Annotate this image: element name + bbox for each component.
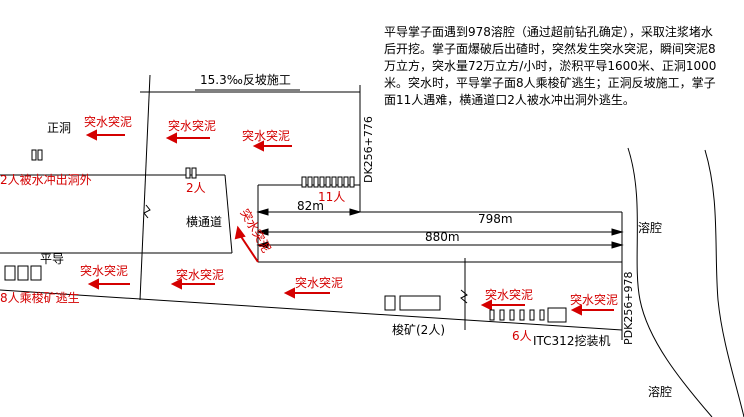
- person-icon: [31, 149, 37, 161]
- person-icon: [539, 309, 545, 321]
- section-line-1: [139, 74, 151, 301]
- flow-arrowhead-5: [170, 278, 182, 290]
- person-icon: [509, 309, 515, 321]
- cross-passage-left-wall: [224, 174, 233, 254]
- person-icon: [529, 309, 535, 321]
- people-group-cross: [185, 167, 197, 179]
- flow-arrowhead-1: [85, 129, 97, 141]
- red-labels: 突水突泥 突水突泥 突水突泥 突水突泥 突水突泥 突水突泥 突水突泥 突水突泥 …: [0, 114, 618, 343]
- people-group-six: [489, 309, 545, 321]
- flow-arrowhead-2: [165, 132, 177, 144]
- station-main-label: DK256+776: [362, 116, 375, 183]
- dim-82-arrow: [349, 208, 362, 216]
- washed-out-label: 2人被水冲出洞外: [0, 172, 92, 187]
- equipment: [384, 295, 567, 323]
- parallel-tunnel-bottom-wall: [0, 289, 623, 331]
- excavator-icon: [547, 307, 567, 323]
- person-icon: [325, 176, 331, 188]
- flow-label-1: 突水突泥: [84, 114, 132, 129]
- person-icon: [519, 309, 525, 321]
- cross-two-label: 2人: [186, 181, 206, 195]
- flow-arrowhead-7: [480, 299, 492, 311]
- karst-lower-label: 溶腔: [648, 384, 672, 399]
- shuttle-car-icon: [399, 295, 441, 311]
- six-label: 6人: [512, 329, 532, 343]
- station-parallel-label: PDK256+978: [622, 271, 635, 345]
- flow-label-cross: 突水突泥: [237, 206, 274, 255]
- people-group-washed-out: [31, 149, 43, 161]
- karst-cavity: [627, 147, 744, 417]
- flow-label-3: 突水突泥: [242, 128, 290, 143]
- person-icon: [191, 167, 197, 179]
- dim-880-arrow: [611, 241, 624, 249]
- karst-upper-label: 溶腔: [638, 220, 662, 235]
- dim-82-arrow-left: [256, 208, 269, 216]
- excavator-label: ITC312挖装机: [533, 333, 610, 348]
- karst-boundary-left: [627, 147, 713, 417]
- break-mark-1: [143, 204, 151, 219]
- shuttle-car-icon: [384, 295, 396, 311]
- shuttle-label: 梭矿(2人): [392, 322, 445, 337]
- flow-label-7: 突水突泥: [485, 287, 533, 302]
- person-icon: [499, 309, 505, 321]
- break-mark-2: [460, 289, 468, 304]
- person-icon: [301, 176, 307, 188]
- flow-label-5: 突水突泥: [176, 267, 224, 282]
- main-tunnel-label: 正洞: [47, 121, 71, 135]
- flow-arrowhead-8: [570, 304, 582, 316]
- people-icons: [4, 149, 545, 321]
- dim-82-label: 82m: [297, 199, 324, 213]
- flow-label-2: 突水突泥: [168, 118, 216, 133]
- incident-description: 平导掌子面遇到978溶腔（通过超前钻孔确定），采取注浆堵水后开挖。掌子面爆破后出…: [384, 25, 717, 107]
- flow-arrowhead-cross: [234, 225, 246, 240]
- flow-arrowhead-6: [283, 287, 295, 299]
- person-icon: [37, 149, 43, 161]
- person-icon: [319, 176, 325, 188]
- flow-arrows: [85, 129, 614, 316]
- karst-boundary-right: [704, 149, 744, 417]
- flow-arrow-cross: [239, 234, 259, 263]
- person-icon: [349, 176, 355, 188]
- dimension-lines: [256, 208, 624, 249]
- person-icon: [313, 176, 319, 188]
- dim-798-label: 798m: [478, 212, 513, 226]
- dim-798-arrow: [611, 228, 624, 236]
- shuttle-icon: [17, 265, 29, 281]
- person-icon: [185, 167, 191, 179]
- flow-label-6: 突水突泥: [295, 275, 343, 290]
- shuttle-icon: [30, 265, 42, 281]
- flow-arrowhead-3: [252, 140, 264, 152]
- dim-798-arrow-left: [256, 228, 269, 236]
- person-icon: [337, 176, 343, 188]
- person-icon: [331, 176, 337, 188]
- shuttle-people-left: [4, 265, 42, 281]
- dim-880-label: 880m: [425, 230, 460, 244]
- shuttle-icon: [4, 265, 16, 281]
- parallel-tunnel-label: 平导: [40, 252, 64, 266]
- shuttle-escape-label: 8人乘梭矿逃生: [0, 290, 80, 305]
- person-icon: [307, 176, 313, 188]
- dim-880-arrow-left: [256, 241, 269, 249]
- person-icon: [343, 176, 349, 188]
- diagram-labels: 15.3‰反坡施工 正洞 平导 横通道 溶腔 溶腔 梭矿(2人) ITC312挖…: [40, 73, 672, 399]
- flow-label-4: 突水突泥: [80, 263, 128, 278]
- people-group-eleven: [301, 176, 355, 188]
- person-icon: [489, 309, 495, 321]
- cross-passage-label: 横通道: [186, 215, 222, 229]
- flow-label-8: 突水突泥: [570, 292, 618, 307]
- eleven-label: 11人: [318, 190, 345, 204]
- slope-label: 15.3‰反坡施工: [200, 73, 291, 87]
- flow-arrowhead-4: [87, 278, 99, 290]
